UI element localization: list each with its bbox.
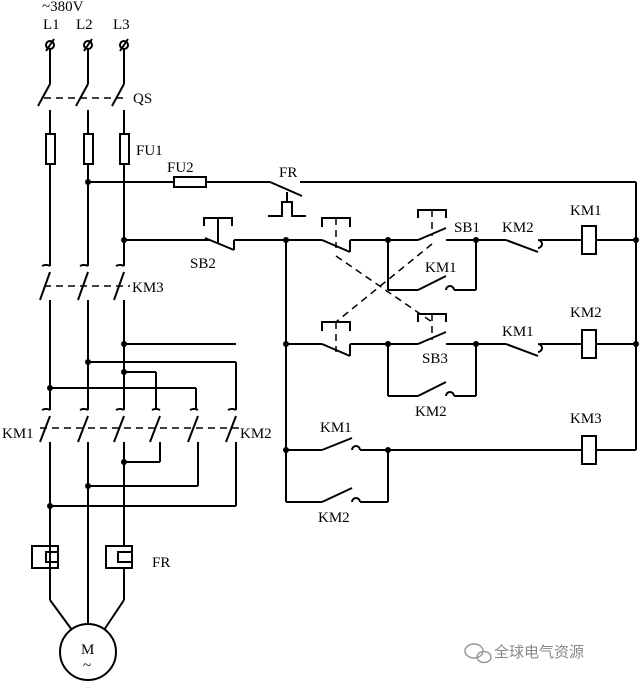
- km1-aux-top-label: KM1: [425, 260, 457, 276]
- sb2-label: SB2: [190, 256, 216, 272]
- fu1-fuses: [45, 133, 130, 266]
- km2-coil-label: KM2: [570, 305, 602, 321]
- fr-contact-label: FR: [279, 165, 297, 181]
- km1-interlock-label: KM1: [502, 324, 534, 340]
- km1-km2-main-contacts: [39, 407, 240, 600]
- watermark-text: 全球电气资源: [494, 643, 584, 661]
- km2-aux-lower-label: KM2: [318, 510, 350, 526]
- fr-relay-label: FR: [152, 555, 170, 571]
- qs-switch: [37, 83, 126, 134]
- control-rung-2: [283, 240, 639, 502]
- phase-l3-label: L3: [113, 17, 130, 33]
- phase-l1-label: L1: [43, 17, 60, 33]
- supply-voltage-label: ~380V: [42, 0, 84, 15]
- km2-interlock-label: KM2: [502, 220, 534, 236]
- fu1-label: FU1: [136, 143, 163, 159]
- qs-label: QS: [133, 91, 152, 107]
- km2-supply-wiring: [47, 341, 237, 410]
- phase-l2-label: L2: [76, 17, 93, 33]
- sb1-label: SB1: [454, 220, 480, 236]
- fr-thermal-relay: [31, 540, 133, 600]
- km3-main-contacts: [39, 263, 130, 410]
- watermark: 全球电气资源: [464, 643, 584, 664]
- control-rung-1: [121, 209, 639, 291]
- supply-wires: [49, 49, 125, 84]
- motor-ac-symbol: ~: [83, 658, 91, 674]
- wechat-icon: [464, 643, 492, 664]
- motor-label: M: [81, 642, 94, 658]
- km2-main-label: KM2: [240, 426, 272, 442]
- sb3-label: SB3: [422, 351, 448, 367]
- km3-coil-label: KM3: [570, 411, 602, 427]
- control-rung-3: [283, 435, 636, 503]
- km1-coil-label: KM1: [570, 203, 602, 219]
- km3-main-label: KM3: [132, 280, 164, 296]
- km1-aux-lower-label: KM1: [320, 420, 352, 436]
- control-supply: [85, 176, 637, 450]
- motor: [49, 599, 125, 681]
- km1-main-label: KM1: [2, 426, 34, 442]
- mechanical-interlock-links: [335, 243, 433, 323]
- km2-aux-hold-label: KM2: [415, 404, 447, 420]
- fu2-label: FU2: [167, 160, 194, 176]
